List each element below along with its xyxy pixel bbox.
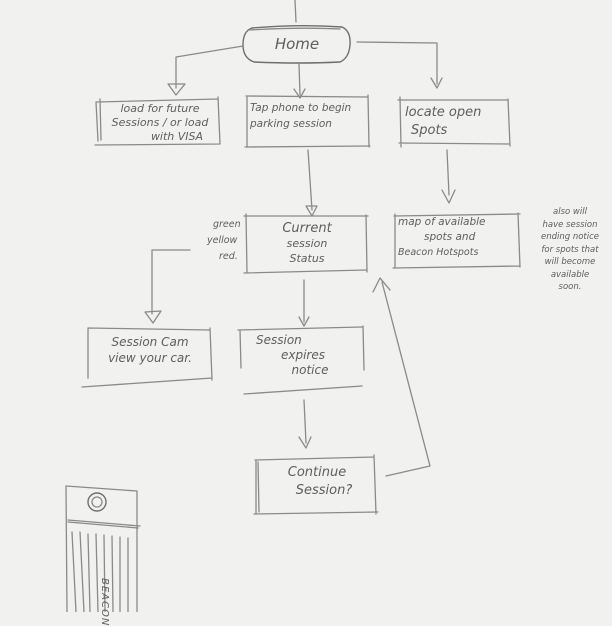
map-side-note: also will have session ending notice for… (528, 206, 612, 294)
map-spots-line-2: spots and (424, 231, 476, 243)
locate-open-line-2: Spots (411, 123, 448, 138)
arrowhead-loop (372, 277, 391, 293)
entry-line (294, 0, 297, 23)
status-colors-note: green yellow red. (207, 217, 241, 265)
arrow-expires-to-continue (303, 399, 307, 444)
map-spots-line-3: Beacon Hotspots (398, 247, 479, 258)
arrow-locate-to-map (446, 149, 450, 196)
session-expires-line-2: expires (280, 348, 325, 362)
session-expires-line-3: notice (291, 363, 329, 377)
cam-box-outline (81, 327, 213, 388)
tap-phone-line-1: Tap phone to begin (250, 102, 352, 114)
map-note-line-6: available (550, 269, 590, 280)
status-colors-line-2: yellow (207, 235, 238, 246)
current-status-line-3: Status (289, 252, 325, 265)
map-note-line-2: have session (542, 219, 598, 230)
continue-session-node[interactable]: Continue Session? (260, 464, 374, 500)
beacon-device-lens (87, 492, 107, 512)
load-future-line-2: Sessions / or load (111, 116, 209, 129)
locate-open-line-1: locate open (405, 105, 482, 120)
load-future-line-3: with VISA (150, 130, 204, 143)
load-future-line-1: load for future (120, 102, 200, 115)
expires-box-outline (237, 325, 365, 395)
arrow-home-to-locate (356, 41, 438, 85)
current-status-line-1: Current (282, 221, 332, 236)
arrowhead-load (167, 83, 186, 96)
map-spots-node[interactable]: map of available spots and Beacon Hotspo… (398, 215, 486, 260)
arrow-home-to-load (175, 45, 244, 89)
home-box-outline (242, 25, 351, 64)
current-box-outline (243, 213, 369, 274)
sketch-canvas (65, 0, 521, 612)
map-note-line-5: will become (544, 257, 596, 267)
arrow-continue-loop (381, 281, 431, 477)
session-expires-node[interactable]: Session expires notice (246, 333, 360, 378)
tap-phone-line-2: parking session (250, 118, 332, 130)
arrowhead-cam (144, 310, 162, 324)
arrowhead-continue (298, 436, 312, 449)
map-note-line-7: soon. (558, 282, 582, 292)
session-expires-line-1: Session (256, 333, 302, 347)
session-cam-line-1: Session Cam (111, 335, 189, 349)
current-status-line-2: session (286, 237, 328, 250)
map-box-outline (392, 212, 521, 269)
status-colors-line-3: red. (219, 251, 238, 262)
beacon-device-label: BEACON (99, 578, 110, 626)
session-cam-node[interactable]: Session Cam view your car. (90, 334, 210, 366)
locate-box-outline (397, 96, 511, 148)
status-colors-line-1: green (213, 219, 241, 230)
locate-open-node[interactable]: locate open Spots (405, 104, 481, 140)
current-status-node[interactable]: Current session Status (248, 221, 366, 266)
arrowhead-current (305, 205, 318, 217)
continue-session-line-2: Session? (295, 483, 353, 498)
home-box-outline-2 (249, 27, 341, 31)
arrowhead-expires (298, 316, 310, 327)
continue-box-outline (253, 454, 379, 515)
beacon-device-lens-inner (91, 496, 103, 508)
home-label[interactable]: Home (274, 35, 320, 53)
arrowhead-locate (430, 77, 443, 89)
load-future-node[interactable]: load for future Sessions / or load with … (100, 102, 220, 144)
continue-session-line-1: Continue (287, 465, 347, 480)
beacon-device-shade (71, 531, 129, 612)
map-note-line-3: ending notice (540, 232, 600, 242)
arrow-home-to-tap (298, 63, 301, 96)
tap-box-outline (244, 94, 371, 148)
arrowhead-tap (293, 88, 306, 99)
tap-phone-node[interactable]: Tap phone to begin parking session (250, 100, 351, 132)
beacon-device-outline (65, 485, 141, 612)
map-spots-line-1: map of available (398, 216, 486, 228)
arrow-tap-to-current (307, 149, 313, 211)
map-note-line-1: also will (553, 207, 587, 217)
load-box-outline (94, 96, 221, 146)
arrow-current-to-cam (151, 249, 191, 315)
map-note-line-4: for spots that (541, 244, 599, 255)
arrowhead-map (441, 189, 456, 204)
session-cam-line-2: view your car. (108, 351, 192, 365)
